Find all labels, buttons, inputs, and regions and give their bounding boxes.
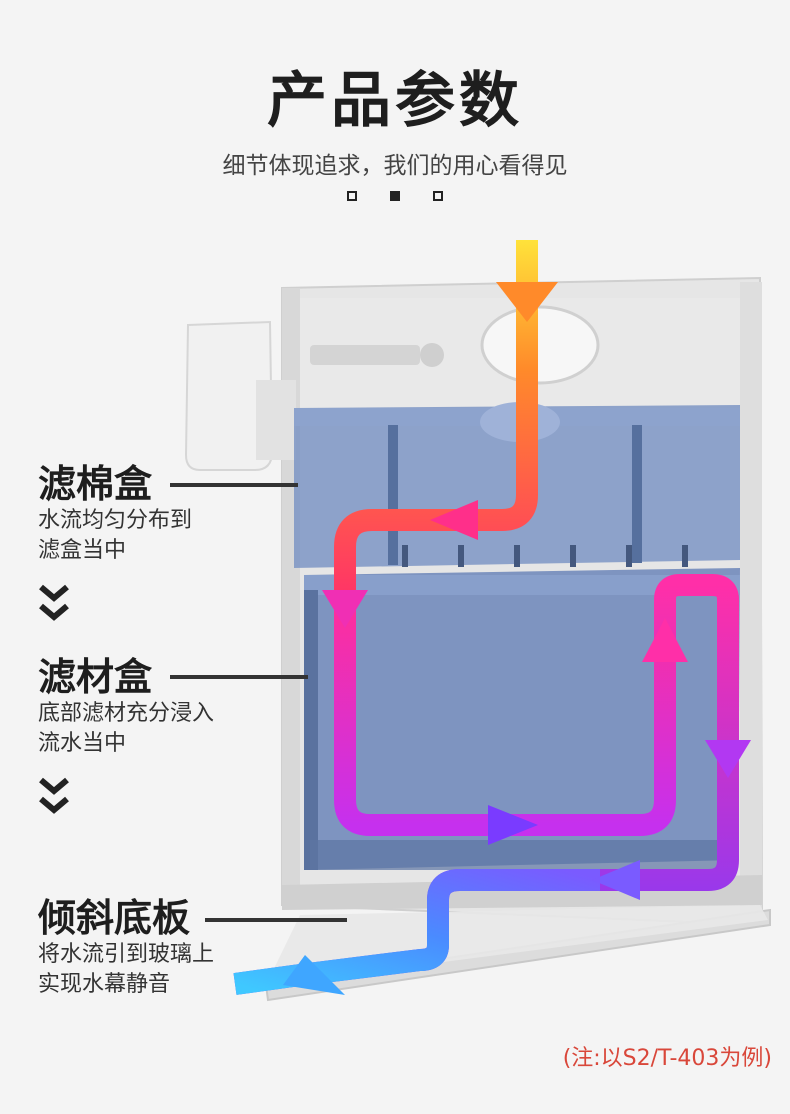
arrowhead-outflow (283, 955, 345, 995)
label-filter-cotton-box: 滤棉盒 水流均匀分布到 滤盒当中 (38, 462, 192, 566)
label-filter-media-box: 滤材盒 底部滤材充分浸入 流水当中 (38, 655, 214, 759)
flow-arrowheads (283, 282, 751, 995)
label-filter-media-title: 滤材盒 (38, 655, 153, 699)
label-slope-plate-title: 倾斜底板 (38, 896, 191, 940)
label-slope-plate: 倾斜底板 将水流引到玻璃上 实现水幕静音 (38, 896, 214, 1000)
tank-housing (184, 276, 771, 1002)
arrowhead-turn-left (430, 500, 478, 540)
dot-marker-active (390, 191, 400, 201)
arrowhead-down-right (705, 740, 751, 778)
arrowhead-inflow (496, 282, 558, 322)
section-dots (0, 186, 790, 205)
dot-marker (433, 191, 444, 201)
double-chevron-down-icon (39, 584, 69, 621)
arrowhead-left-bottom (592, 860, 640, 900)
label-filter-media-desc-1: 底部滤材充分浸入 (38, 701, 215, 726)
arrowhead-up-mid (642, 618, 688, 662)
arrowhead-down-left (322, 590, 368, 628)
leader-line-filter-cotton (170, 483, 298, 487)
label-filter-cotton-desc-2: 滤盒当中 (38, 538, 127, 563)
footnote: (注:以S2/T-403为例) (562, 1046, 772, 1071)
double-chevron-down-icon (39, 777, 69, 814)
leader-line-slope-plate (205, 918, 347, 922)
dot-marker (346, 191, 357, 201)
label-slope-plate-desc-1: 将水流引到玻璃上 (38, 942, 215, 967)
label-filter-cotton-desc-1: 水流均匀分布到 (38, 508, 193, 533)
label-slope-plate-desc-2: 实现水幕静音 (38, 972, 171, 997)
leader-line-filter-media (170, 675, 308, 679)
label-filter-cotton-title: 滤棉盒 (38, 462, 153, 506)
page-subtitle: 细节体现追求，我们的用心看得见 (222, 153, 568, 179)
label-filter-media-desc-2: 流水当中 (38, 731, 127, 756)
page-title: 产品参数 (267, 66, 523, 136)
arrowhead-bottom-right (488, 805, 538, 845)
